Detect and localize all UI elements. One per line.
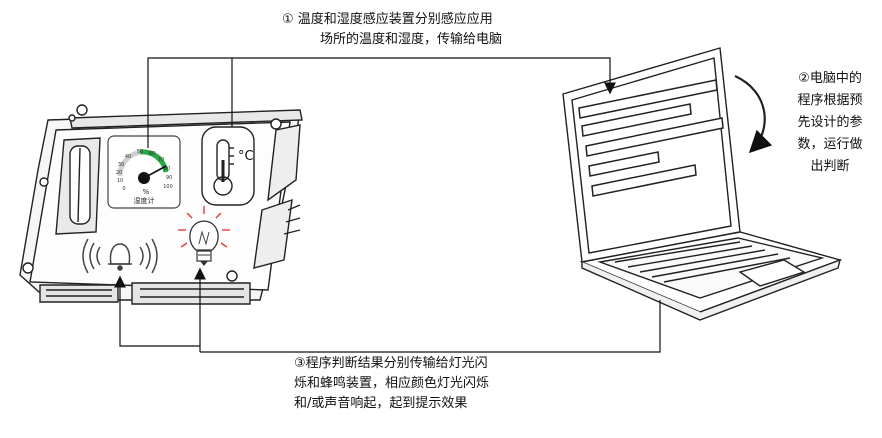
gauge-tick-label: 0 bbox=[122, 186, 125, 192]
gauge-tick-label: 20 bbox=[116, 170, 122, 176]
gauge-label: 湿度计 bbox=[134, 196, 155, 205]
gauge-tick-label: 30 bbox=[118, 162, 124, 168]
flow-connectors bbox=[114, 57, 661, 353]
gauge-tick-label: 90 bbox=[166, 175, 172, 181]
step3-line: 烁和蜂鸣装置，相应颜色灯光闪烁 bbox=[294, 376, 490, 391]
screen-text-bars bbox=[578, 79, 724, 197]
step3-line: 和/或声音响起，起到提示效果 bbox=[294, 396, 468, 411]
step2-line: 数，运行做 bbox=[797, 137, 863, 152]
step2-line: ②电脑中的 bbox=[798, 71, 862, 86]
connector-laptop-out bbox=[200, 300, 661, 353]
gauge-tick-label: 60 bbox=[149, 151, 155, 157]
gauge-tick-label: 40 bbox=[125, 154, 131, 160]
gauge-hub bbox=[138, 172, 150, 184]
step1-caption: ① 温度和湿度感应装置分别感应应用 场所的温度和湿度，传输给电脑 bbox=[282, 10, 502, 50]
gauge-tick-label: 80 bbox=[164, 166, 170, 172]
step3-caption: ③程序判断结果分别传输给灯光闪 烁和蜂鸣装置，相应颜色灯光闪烁 和/或声音响起，… bbox=[294, 354, 489, 414]
laptop-illustration bbox=[562, 47, 843, 321]
thermometer-icon: °C bbox=[201, 126, 255, 206]
gauge-unit: % bbox=[143, 188, 150, 196]
connector-gauge bbox=[147, 57, 616, 148]
gauge-tick-label: 70 bbox=[158, 157, 164, 163]
gauge-green-arc bbox=[139, 149, 169, 173]
thermo-unit: °C bbox=[238, 149, 254, 164]
buzzer-bell-icon bbox=[82, 238, 158, 274]
connector-bell bbox=[114, 275, 200, 347]
step2-caption: ②电脑中的 程序根据预 先设计的参 数，运行做 出判断 bbox=[784, 68, 876, 178]
step2-line: 先设计的参 bbox=[797, 115, 863, 130]
step3-line: ③程序判断结果分别传输给灯光闪 bbox=[294, 356, 488, 371]
light-bulb-icon bbox=[178, 206, 230, 266]
step2-line: 程序根据预 bbox=[797, 93, 863, 108]
step1-line: 场所的温度和湿度，传输给电脑 bbox=[320, 32, 503, 47]
step2-line: 出判断 bbox=[810, 159, 850, 174]
processing-curved-arrow bbox=[734, 74, 773, 154]
gauge-tick-label: 10 bbox=[117, 178, 123, 184]
gauge-tick-label: 50 bbox=[137, 149, 143, 155]
hygrometer-gauge: 0 10 20 30 40 50 60 70 80 90 100 % 湿度计 bbox=[107, 135, 181, 209]
step1-line: ① 温度和湿度感应装置分别感应应用 bbox=[282, 12, 493, 27]
gauge-tick-label: 100 bbox=[163, 184, 173, 190]
